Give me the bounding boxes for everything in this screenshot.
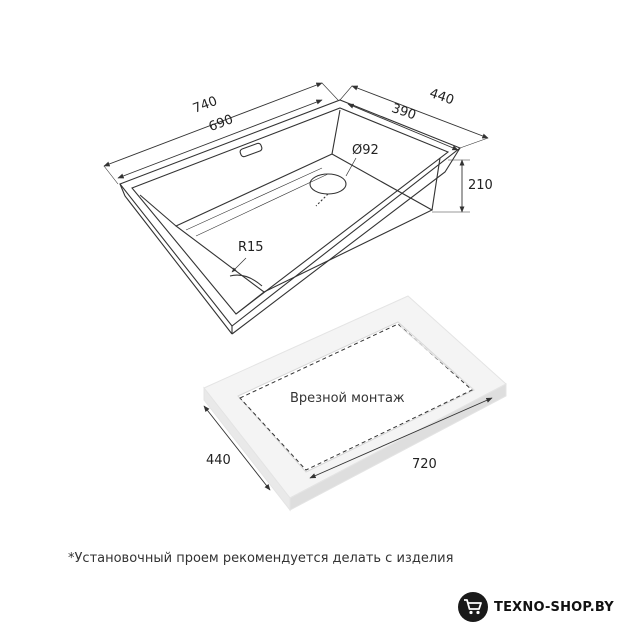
sink-dimensions bbox=[103, 82, 489, 273]
brand-name: TEXNO-SHOP.BY bbox=[494, 599, 614, 615]
cutout-dashed-line bbox=[239, 323, 473, 471]
dim-drain-diameter: Ø92 bbox=[352, 143, 379, 158]
dim-depth: 210 bbox=[468, 178, 493, 193]
dim-overall-width: 440 bbox=[427, 86, 455, 108]
dim-inner-length: 690 bbox=[207, 112, 236, 135]
dim-corner-radius: R15 bbox=[238, 240, 264, 255]
cutout-width-dim: 440 bbox=[206, 453, 231, 468]
dim-overall-length: 740 bbox=[191, 94, 220, 117]
cutout-length-dim: 720 bbox=[412, 457, 437, 472]
cutout-title: Врезной монтаж bbox=[290, 391, 405, 406]
drain-hole bbox=[309, 173, 347, 195]
cutout-dimensions bbox=[203, 397, 493, 491]
overflow-slot bbox=[239, 142, 263, 158]
brand-logo[interactable]: TEXNO-SHOP.BY bbox=[458, 592, 614, 622]
cart-icon bbox=[458, 592, 488, 622]
sink-bowl-floor bbox=[174, 153, 434, 293]
sink-rim-inner bbox=[131, 107, 450, 315]
sink-dimension-labels: 740 690 440 390 210 Ø92 R15 bbox=[191, 86, 493, 255]
footnote: *Установочный проем рекомендуется делать… bbox=[68, 551, 454, 566]
dim-inner-width: 390 bbox=[389, 101, 417, 123]
sink-rim-outer bbox=[119, 99, 462, 327]
